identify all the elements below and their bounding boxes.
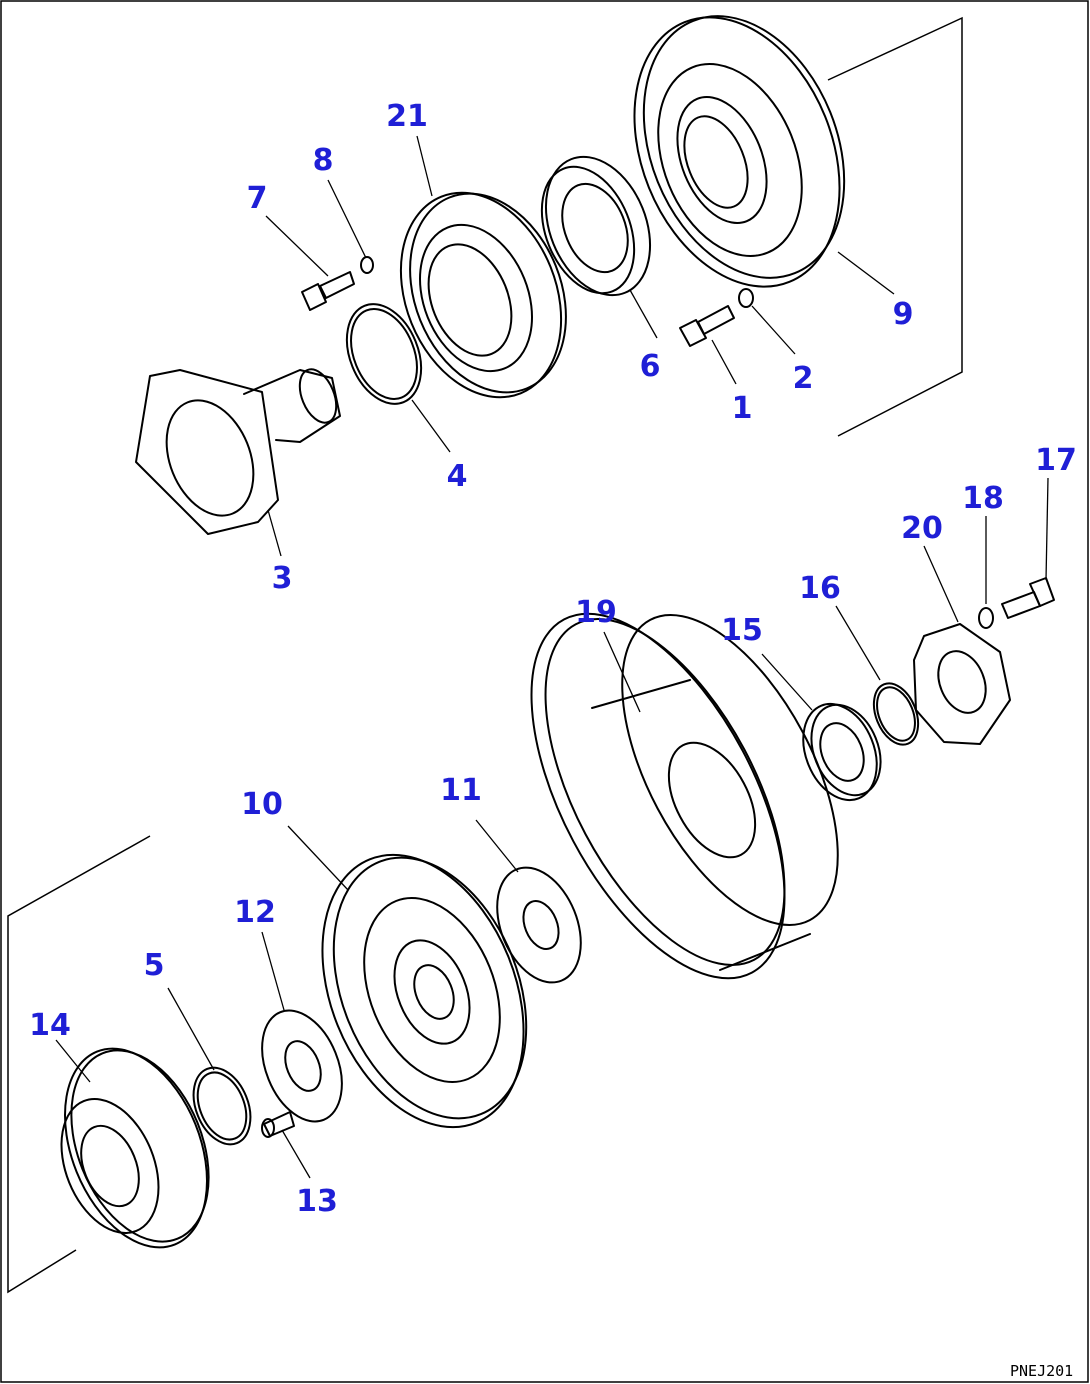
callout-21: 21 <box>386 99 428 134</box>
plane-top <box>827 16 963 437</box>
part-20-flange <box>913 623 1011 745</box>
drawing-code: PNEJ201 <box>1010 1362 1073 1380</box>
callout-12: 12 <box>234 895 276 930</box>
callout-1: 1 <box>732 391 753 426</box>
callout-9: 9 <box>893 297 914 332</box>
callouts: 1 2 3 4 5 6 7 8 9 10 11 12 13 14 15 16 1… <box>29 99 1077 1219</box>
callout-10: 10 <box>241 787 283 822</box>
callout-13: 13 <box>296 1184 338 1219</box>
callout-2: 2 <box>793 361 814 396</box>
callout-15: 15 <box>721 613 763 648</box>
part-10-impeller <box>321 853 528 1129</box>
part-14-stator <box>60 1047 210 1249</box>
part-4-ring <box>345 303 423 405</box>
part-1-bolt <box>679 305 735 347</box>
callout-7: 7 <box>247 181 268 216</box>
callout-3: 3 <box>272 561 293 596</box>
part-16-ring <box>872 682 920 746</box>
leader-lines <box>55 135 1049 1179</box>
part-21-gear-plate <box>399 191 567 399</box>
part-11-plate <box>496 866 582 984</box>
part-13-bolt <box>261 1111 295 1138</box>
part-6-bearing <box>540 155 652 297</box>
callout-17: 17 <box>1035 443 1077 478</box>
part-18-washer <box>978 607 994 629</box>
callout-14: 14 <box>29 1008 71 1043</box>
callout-11: 11 <box>440 773 482 808</box>
callout-19: 19 <box>575 595 617 630</box>
part-2-washer <box>738 288 754 308</box>
callout-5: 5 <box>144 948 165 983</box>
callout-20: 20 <box>901 511 943 546</box>
callout-18: 18 <box>962 481 1004 516</box>
part-15-bearing <box>802 702 882 802</box>
part-17-bolt <box>1001 577 1055 619</box>
part-3-hub <box>135 368 341 535</box>
plane-bottom <box>7 835 151 1294</box>
callout-4: 4 <box>447 459 468 494</box>
callout-6: 6 <box>640 349 661 384</box>
part-12-plate <box>261 1009 343 1123</box>
part-9-housing <box>633 15 846 288</box>
part-8-washer <box>360 256 374 274</box>
callout-16: 16 <box>799 571 841 606</box>
part-7-bolt <box>301 271 355 311</box>
part-5-ring <box>192 1066 252 1146</box>
callout-8: 8 <box>313 143 334 178</box>
part-19-drum <box>530 612 839 980</box>
